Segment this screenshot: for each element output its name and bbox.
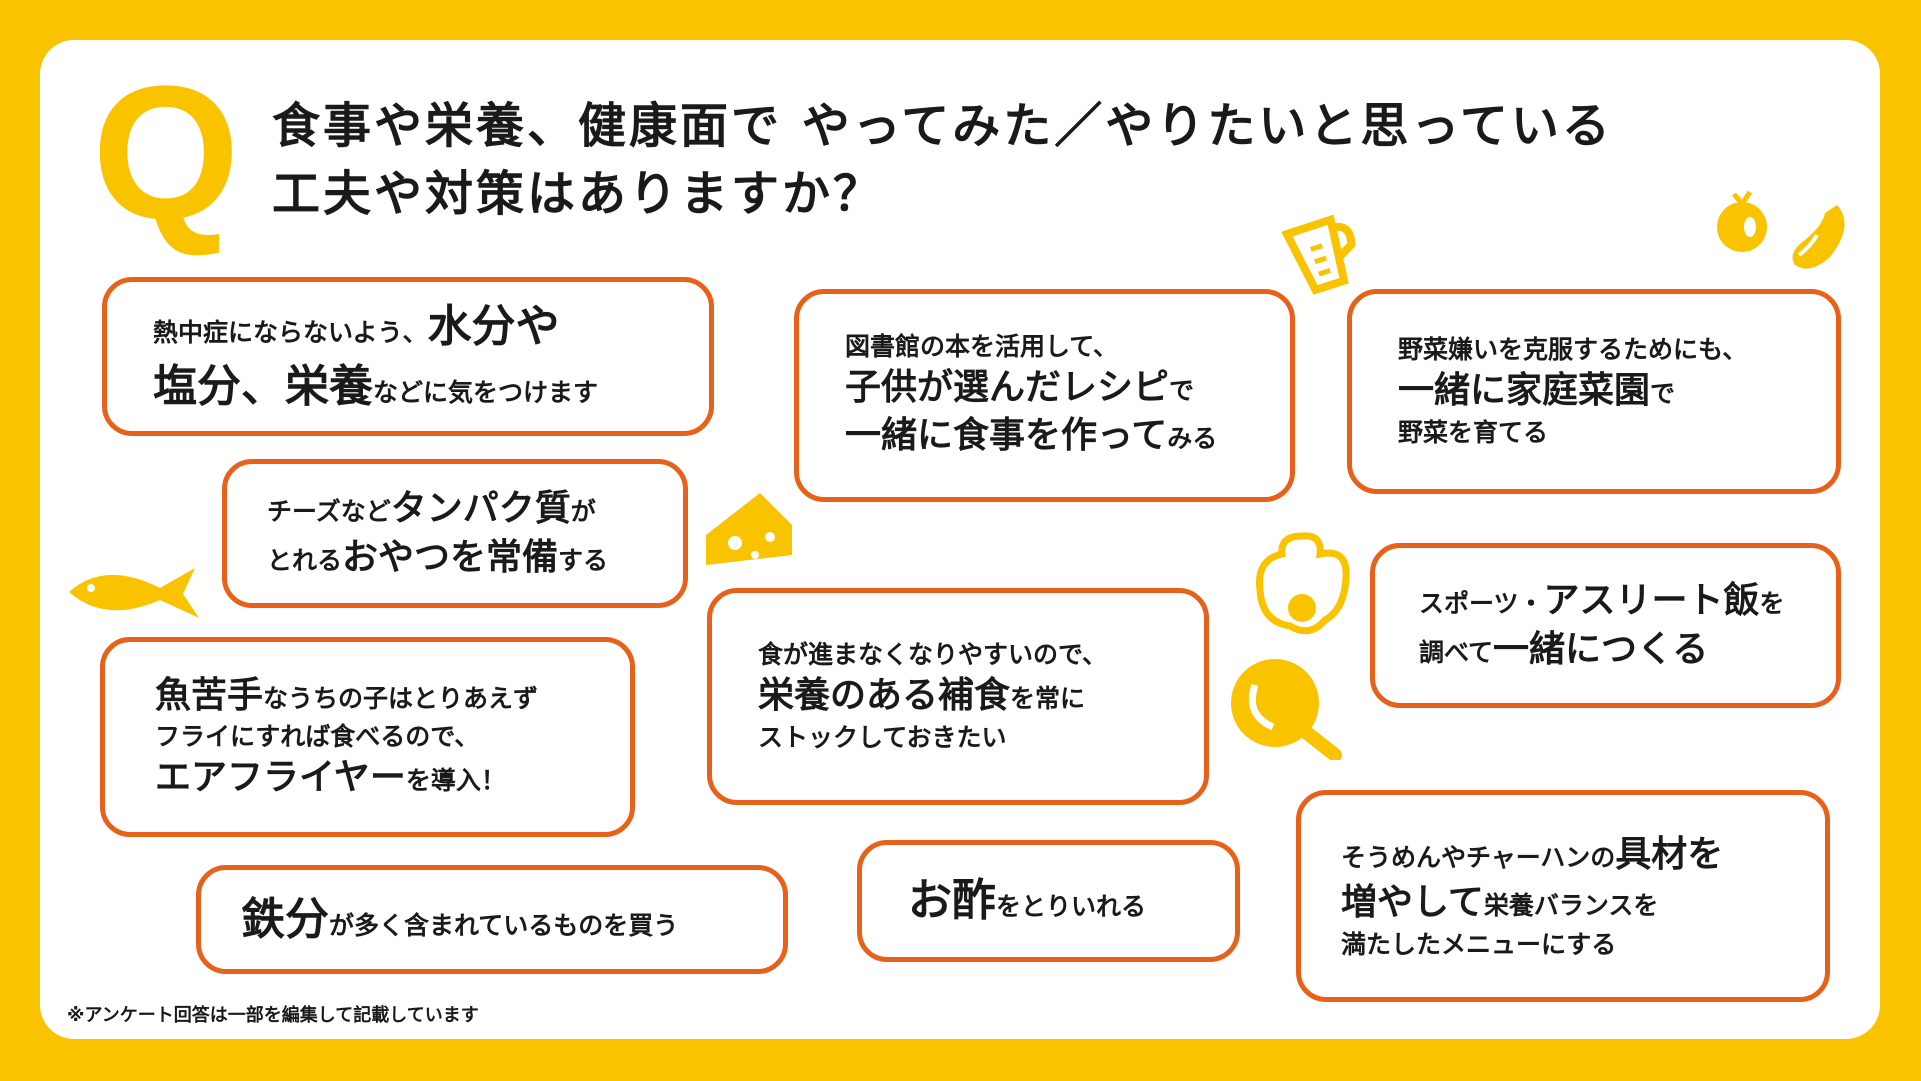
answer-text: チーズなど: [267, 496, 391, 526]
answer-line: 熱中症にならないよう、水分や: [153, 297, 709, 356]
fish-icon: [69, 568, 199, 618]
answer-line: 栄養のある補食を常に: [758, 672, 1204, 721]
answer-line: とれるおやつを常備する: [267, 534, 683, 583]
answer-text: で: [1169, 375, 1195, 405]
answer-emphasis: 具材を: [1615, 833, 1724, 875]
answer-text: フライにすれば食べるので、: [155, 722, 480, 752]
answer-emphasis: 一緒につくる: [1493, 628, 1709, 670]
answer-emphasis: 魚苦手: [155, 674, 264, 716]
answer-line: 塩分、栄養などに気をつけます: [153, 357, 709, 416]
answer-card: 野菜嫌いを克服するためにも、一緒に家庭菜園で野菜を育てる: [1347, 289, 1841, 494]
answer-line: 野菜嫌いを克服するためにも、: [1398, 333, 1836, 367]
answer-text: を: [1759, 588, 1785, 618]
answer-line: 増やして栄養バランスを: [1341, 879, 1825, 928]
answer-card: 鉄分が多く含まれているものを買う: [196, 865, 788, 974]
answer-text: 野菜嫌いを克服するためにも、: [1398, 335, 1748, 365]
answer-emphasis: お酢: [908, 875, 996, 927]
fried-egg-icon: [1255, 532, 1350, 635]
tomato-icon: [1717, 190, 1767, 252]
answer-text: が多く含まれているものを買う: [329, 910, 679, 940]
answer-card: チーズなどタンパク質がとれるおやつを常備する: [222, 459, 688, 608]
answer-line: お酢をとりいれる: [908, 871, 1235, 930]
answer-line: 図書館の本を活用して、: [845, 330, 1290, 364]
answer-card: 熱中症にならないよう、水分や塩分、栄養などに気をつけます: [102, 277, 714, 436]
eggplant-icon: [1792, 205, 1845, 269]
answer-line: 食が進まなくなりやすいので、: [758, 638, 1204, 672]
answer-text: 栄養バランスを: [1483, 891, 1659, 921]
answer-emphasis: 栄養のある補食: [758, 675, 1011, 717]
answer-line: 一緒に家庭菜園で: [1398, 367, 1836, 416]
answer-card: スポーツ・アスリート飯を調べて一緒につくる: [1370, 543, 1841, 708]
answer-line: ストックしておきたい: [758, 721, 1204, 755]
answer-text: 図書館の本を活用して、: [845, 332, 1119, 362]
answer-text: とれる: [267, 545, 343, 575]
answer-emphasis: おやつを常備: [342, 536, 559, 578]
answer-emphasis: アスリート飯: [1543, 579, 1760, 621]
answer-line: 魚苦手なうちの子はとりあえず: [155, 672, 630, 721]
answer-line: 一緒に食事を作ってみる: [845, 412, 1290, 461]
answer-card: 食が進まなくなりやすいので、栄養のある補食を常にストックしておきたい: [707, 588, 1209, 805]
answer-emphasis: 塩分、栄養: [153, 360, 373, 412]
cheese-icon: [706, 493, 792, 565]
answer-text: などに気をつけます: [373, 377, 599, 407]
answer-line: 調べて一緒につくる: [1419, 626, 1836, 675]
frying-pan-icon: [1231, 659, 1342, 760]
measuring-cup-icon: [1281, 214, 1356, 295]
answer-line: 満たしたメニューにする: [1341, 928, 1825, 962]
answer-emphasis: 水分や: [427, 301, 560, 353]
answer-emphasis: 増やして: [1341, 882, 1484, 924]
answer-text: なうちの子はとりあえず: [263, 683, 539, 713]
answer-text: 熱中症にならないよう、: [153, 318, 428, 348]
question-title: 食事や栄養、健康面で やってみた／やりたいと思っている 工夫や対策はありますか？: [272, 92, 1613, 228]
footnote: ※アンケート回答は一部を編集して記載しています: [67, 1005, 479, 1026]
answer-line: フライにすれば食べるので、: [155, 720, 630, 754]
answer-text: 食が進まなくなりやすいので、: [758, 640, 1108, 670]
answer-emphasis: タンパク質: [390, 487, 571, 529]
answer-line: エアフライヤーを導入！: [155, 754, 630, 803]
answer-text: みる: [1167, 424, 1218, 454]
answer-text: 満たしたメニューにする: [1341, 929, 1617, 959]
answer-text: を常に: [1010, 684, 1086, 714]
answer-text: ストックしておきたい: [758, 722, 1007, 752]
answer-line: そうめんやチャーハンの具材を: [1341, 831, 1825, 880]
answer-text: 調べて: [1419, 637, 1494, 667]
answer-line: スポーツ・アスリート飯を: [1419, 577, 1836, 626]
answer-line: チーズなどタンパク質が: [267, 485, 683, 534]
answer-text: を導入！: [405, 765, 506, 795]
answer-text: が: [570, 496, 596, 526]
answer-line: 鉄分が多く含まれているものを買う: [241, 890, 783, 949]
answer-text: 野菜を育てる: [1398, 417, 1549, 447]
answer-emphasis: 一緒に食事を作って: [845, 415, 1168, 457]
answer-text: をとりいれる: [996, 892, 1147, 922]
answer-card: そうめんやチャーハンの具材を増やして栄養バランスを満たしたメニューにする: [1296, 790, 1830, 1002]
title-line-2: 工夫や対策はありますか？: [272, 166, 885, 222]
answer-emphasis: 一緒に家庭菜園: [1398, 370, 1651, 412]
answer-card: 魚苦手なうちの子はとりあえずフライにすれば食べるので、エアフライヤーを導入！: [100, 637, 635, 837]
answer-text: で: [1650, 379, 1676, 409]
answer-line: 子供が選んだレシピで: [845, 364, 1290, 413]
answer-emphasis: 子供が選んだレシピ: [845, 366, 1170, 408]
answer-emphasis: 鉄分: [241, 893, 329, 945]
q-mark: Q: [92, 47, 240, 259]
answer-line: 野菜を育てる: [1398, 416, 1836, 450]
answer-card: お酢をとりいれる: [857, 840, 1240, 962]
answer-text: スポーツ・: [1419, 588, 1544, 618]
answer-emphasis: エアフライヤー: [155, 756, 406, 798]
answer-text: する: [558, 545, 609, 575]
title-line-1: 食事や栄養、健康面で やってみた／やりたいと思っている: [272, 98, 1613, 154]
answer-text: そうめんやチャーハンの: [1341, 842, 1616, 872]
answer-card: 図書館の本を活用して、子供が選んだレシピで一緒に食事を作ってみる: [794, 289, 1295, 502]
